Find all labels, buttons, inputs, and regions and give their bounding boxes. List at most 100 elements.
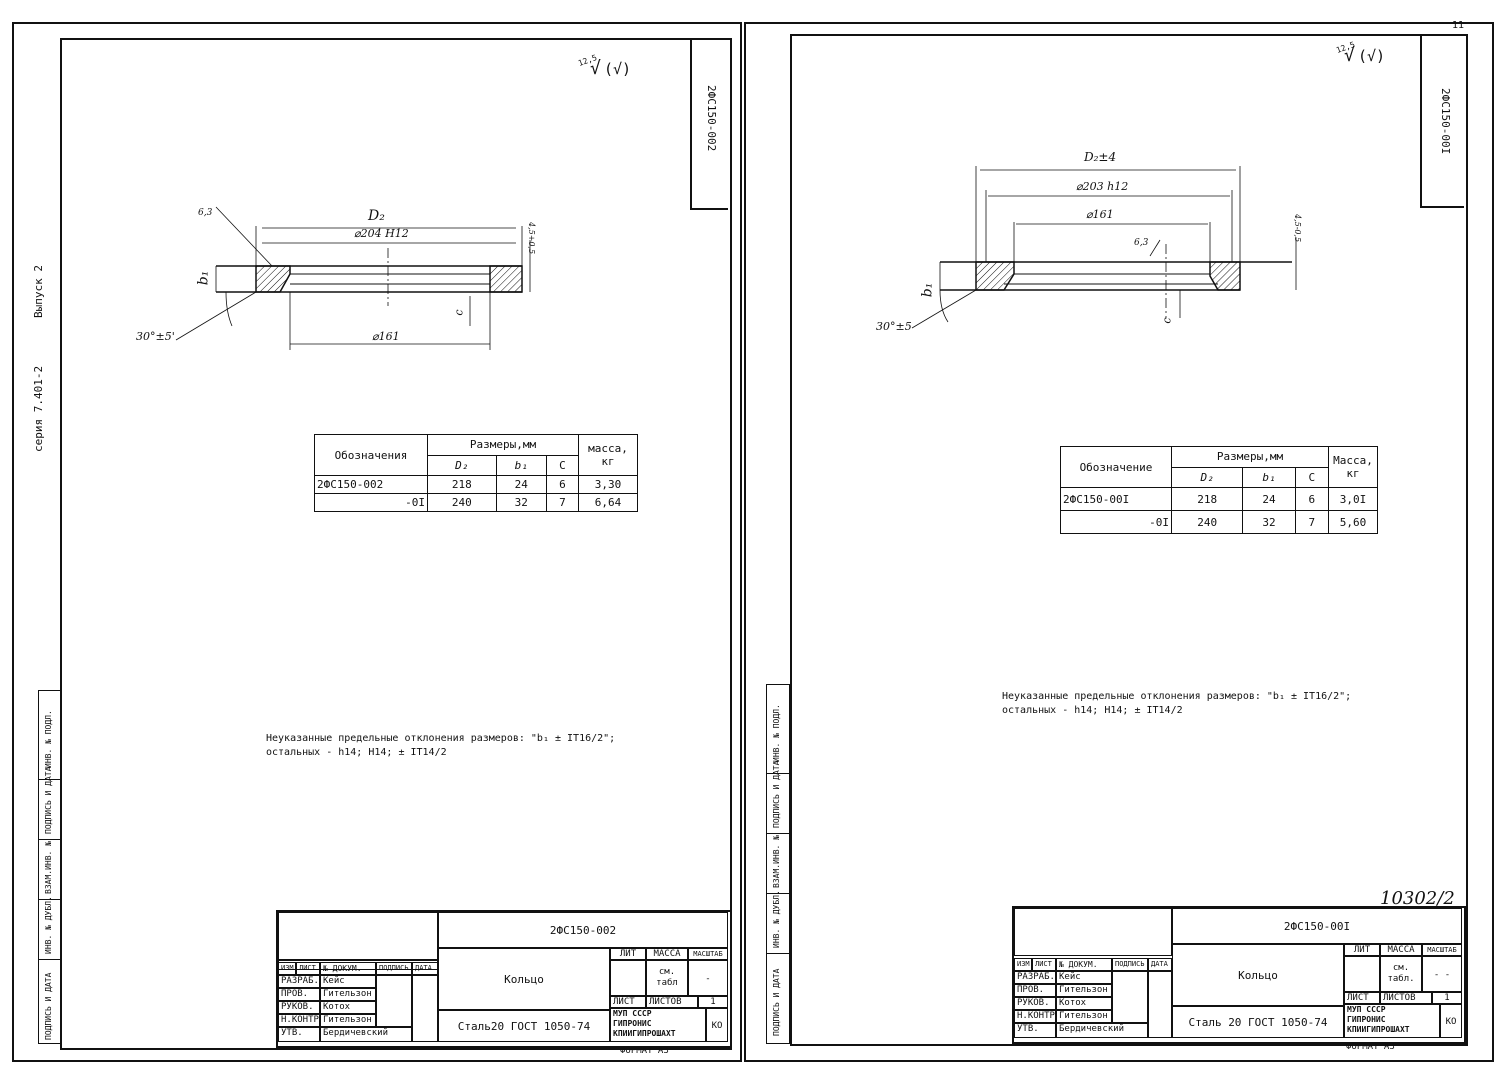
- right-dim-b1: b₁: [919, 282, 936, 298]
- right-tb-name: Кольцо: [1172, 944, 1344, 1006]
- left-side-strip: [38, 690, 62, 1044]
- left-tb-h-sign: ПОДПИСЬ: [376, 962, 412, 975]
- left-tb-h-izm: ИЗМ: [278, 962, 296, 975]
- right-handwritten-number: 10302/2: [1380, 888, 1455, 909]
- left-tb-sheet-h: ЛИСТ: [610, 996, 646, 1008]
- right-h-mass: Масса, кг: [1328, 446, 1378, 488]
- left-h-sizes: Размеры,мм: [427, 434, 579, 456]
- right-h-b1: b₁: [1242, 466, 1296, 488]
- table-row: -0I 240 32 7 5,60: [1060, 510, 1378, 534]
- right-spec-table: Обозначение Размеры,мм Масса, кг D₂ b₁ C…: [1060, 446, 1378, 534]
- left-spec-table: Обозначения Размеры,мм масса, кг D₂ b₁ C…: [314, 434, 638, 512]
- right-tb-sheets-h: ЛИСТОВ: [1380, 992, 1432, 1004]
- right-sheet: [744, 22, 1494, 1062]
- left-strip-cell-5: ПОДПИСЬ И ДАТА: [44, 972, 53, 1040]
- table-row: 2ФС150-00I 218 24 6 3,0I: [1060, 487, 1378, 511]
- left-tb-org: МУП СССР ГИПРОНИС КПИИГИПРОШАХТ: [610, 1008, 706, 1042]
- left-dim-d2: D₂: [368, 208, 385, 224]
- right-section-hatch-right: [1209, 261, 1241, 291]
- right-tb-h-izm: ИЗМ: [1014, 958, 1032, 971]
- right-tb-h-doc: № ДОКУМ.: [1056, 958, 1112, 971]
- right-tb-scale-val: - -: [1422, 956, 1462, 992]
- left-tb-h-doc: № ДОКУМ.: [320, 962, 376, 975]
- right-dim-d203: ⌀203 h12: [1076, 180, 1129, 193]
- left-roughness-alt: (√): [604, 60, 632, 78]
- right-dim-d161: ⌀161: [1086, 208, 1114, 221]
- right-tb-org-1: МУП СССР: [1347, 1005, 1386, 1014]
- left-sheet: [12, 22, 742, 1062]
- left-roughness-icon: √: [590, 58, 601, 79]
- right-h-designation: Обозначение: [1060, 446, 1172, 488]
- right-tb-format: ФОРМАТ А3: [1346, 1042, 1395, 1052]
- left-corner-code-box: [690, 40, 728, 210]
- right-note-line1: Неуказанные предельные отклонения размер…: [1002, 691, 1352, 702]
- right-tb-lit: ЛИТ: [1344, 944, 1380, 956]
- right-tb-h-date: ДАТА: [1148, 958, 1172, 971]
- left-tb-org-2: ГИПРОНИС: [613, 1019, 652, 1028]
- left-tb-sheets-h: ЛИСТОВ: [646, 996, 698, 1008]
- left-tb-format: ФОРМАТ А3: [620, 1046, 669, 1056]
- left-tb-ko: КО: [706, 1008, 728, 1042]
- left-title-block: ИЗМ ЛИСТ № ДОКУМ. ПОДПИСЬ ДАТА РАЗРАБ. К…: [276, 910, 732, 1048]
- table-row: -0I 240 32 7 6,64: [314, 493, 638, 512]
- right-corner-code-box: [1420, 36, 1464, 208]
- left-h-c: C: [545, 454, 580, 476]
- right-tb-material: Сталь 20 ГОСТ 1050-74: [1172, 1006, 1344, 1038]
- left-tb-mass-h: МАССА: [646, 948, 688, 960]
- left-tb-name: Кольцо: [438, 948, 610, 1010]
- right-strip-cell-3: ВЗАМ.ИНВ. №: [772, 835, 781, 888]
- left-tb-org-1: МУП СССР: [613, 1009, 652, 1018]
- right-note-line2: остальных - h14; H14; ± IT14/2: [1002, 705, 1183, 716]
- right-tb-sheet-h: ЛИСТ: [1344, 992, 1380, 1004]
- right-h-sizes: Размеры,мм: [1171, 446, 1329, 468]
- left-tb-org-3: КПИИГИПРОШАХТ: [613, 1029, 676, 1038]
- left-tb-lit: ЛИТ: [610, 948, 646, 960]
- right-section-hatch-left: [975, 261, 1015, 291]
- right-tb-mass-h: МАССА: [1380, 944, 1422, 956]
- right-tb-mass-val: см. табл.: [1380, 956, 1422, 992]
- left-h-designation: Обозначения: [314, 434, 428, 476]
- left-tb-h-list: ЛИСТ: [296, 962, 320, 975]
- right-tb-scale-h: МАСШТАБ: [1422, 944, 1462, 956]
- left-h-b1: b₁: [495, 454, 547, 476]
- right-dim-gap: 4,5-0,5: [1293, 214, 1302, 243]
- left-tb-sheets-val: 1: [698, 996, 728, 1008]
- right-roughness-icon: √: [1344, 45, 1355, 66]
- left-tb-scale-h: МАСШТАБ: [688, 948, 728, 960]
- right-tb-ko: КО: [1440, 1004, 1462, 1038]
- right-tb-org-3: КПИИГИПРОШАХТ: [1347, 1025, 1410, 1034]
- right-dim-d2: D₂±4: [1084, 150, 1117, 164]
- left-strip-cell-4: ИНВ. № ДУБЛ.: [44, 896, 53, 954]
- right-side-strip: [766, 684, 790, 1044]
- right-dim-angle: 30°±5: [876, 320, 912, 333]
- right-h-d2: D₂: [1170, 466, 1244, 488]
- right-tb-org: МУП СССР ГИПРОНИС КПИИГИПРОШАХТ: [1344, 1004, 1440, 1038]
- left-dim-angle: 30°±5': [136, 330, 175, 343]
- left-tb-mass-val: см. табл: [646, 960, 688, 996]
- left-note-line1: Неуказанные предельные отклонения размер…: [266, 733, 616, 744]
- left-tb-h-date: ДАТА: [412, 962, 438, 975]
- right-roughness-alt: (√): [1358, 47, 1386, 65]
- right-inner-frame: [790, 34, 1468, 1046]
- right-title-block: ИЗМ ЛИСТ № ДОКУМ. ПОДПИСЬ ДАТА РАЗРАБ. К…: [1012, 906, 1466, 1044]
- table-row: 2ФС150-002 218 24 6 3,30: [314, 475, 638, 494]
- left-note-line2: остальных - h14; H14; ± IT14/2: [266, 747, 447, 758]
- right-tb-h-sign: ПОДПИСЬ: [1112, 958, 1148, 971]
- right-h-c: C: [1294, 466, 1330, 488]
- left-dim-d204: ⌀204 H12: [354, 227, 409, 240]
- right-strip-cell-4: ИНВ. № ДУБЛ.: [772, 890, 781, 948]
- right-strip-cell-2: ПОДПИСЬ И ДАТА: [772, 760, 781, 828]
- left-h-d2: D₂: [427, 454, 497, 476]
- left-inner-frame: [60, 38, 732, 1050]
- left-strip-cell-2: ПОДПИСЬ И ДАТА: [44, 766, 53, 834]
- left-h-mass: масса, кг: [578, 434, 638, 476]
- left-strip-cell-3: ВЗАМ.ИНВ. №: [44, 841, 53, 894]
- left-strip-cell-1: ИНВ. № ПОДЛ.: [44, 710, 53, 768]
- left-dim-d161: ⌀161: [372, 330, 400, 343]
- right-strip-cell-1: ИНВ. № ПОДЛ.: [772, 704, 781, 762]
- left-tb-material: Сталь20 ГОСТ 1050-74: [438, 1010, 610, 1042]
- right-tb-org-2: ГИПРОНИС: [1347, 1015, 1386, 1024]
- right-strip-cell-5: ПОДПИСЬ И ДАТА: [772, 968, 781, 1036]
